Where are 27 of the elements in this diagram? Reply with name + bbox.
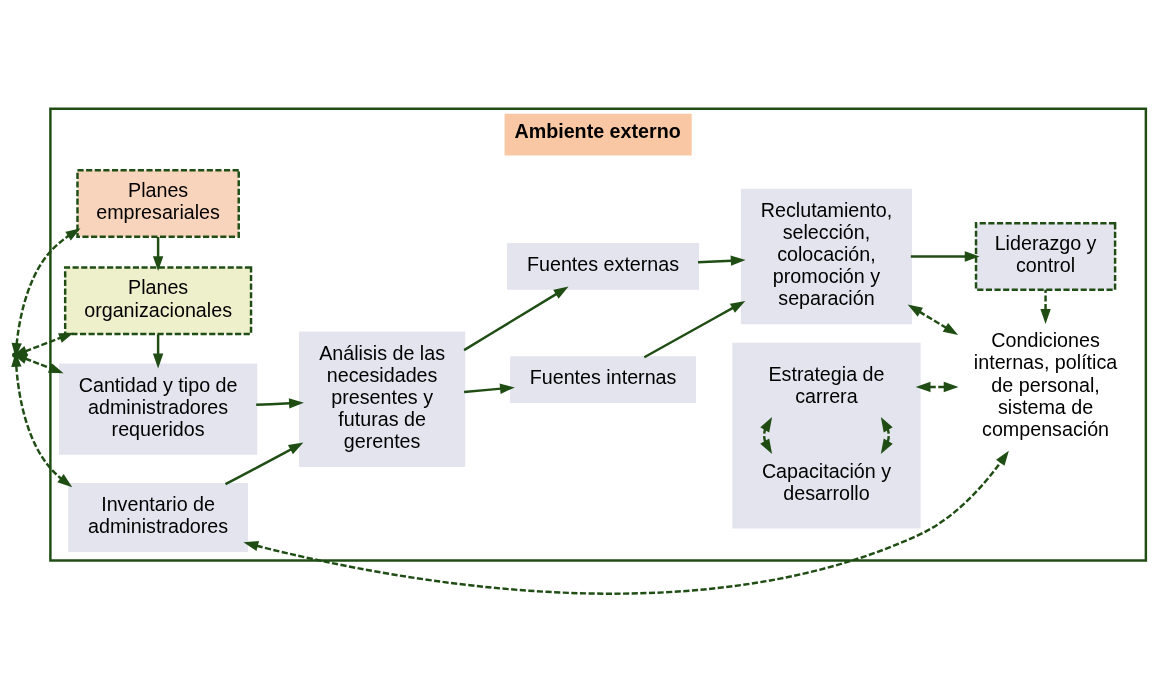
arrow: [152, 236, 164, 272]
cluster: [732, 342, 921, 529]
node-box: Planes organizacionales: [63, 266, 253, 336]
node-box: Fuentes externas: [507, 242, 700, 290]
node-box: Inventario de administradores: [68, 482, 248, 552]
arrow: [907, 304, 959, 336]
node-text: Condiciones internas, política de personal, sistema de compensación: [973, 329, 1118, 440]
arrow: [1040, 289, 1051, 324]
arrow: [152, 334, 164, 369]
node-text: Capacitación y desarrollo: [761, 459, 892, 504]
node-box: Fuentes internas: [510, 356, 696, 403]
node-box: Planes empresariales: [76, 169, 240, 238]
arrow: [910, 251, 980, 262]
arrow: [224, 442, 304, 486]
arrow: [643, 301, 746, 359]
node-text: Estrategia de carrera: [768, 362, 885, 407]
arrow: [915, 381, 959, 393]
arrow: [463, 286, 569, 352]
node-box: Análisis de las necesidades presentes y futuras de gerentes: [299, 331, 466, 467]
arrow: [760, 417, 773, 454]
arrow: [256, 398, 304, 409]
node-box: Reclutamiento, selección, colocación, promoción y separación: [740, 188, 912, 325]
arrow: [880, 417, 893, 454]
arrow: [697, 255, 746, 266]
arrow: [463, 383, 515, 394]
node-box: Liderazgo y control: [974, 222, 1117, 291]
node-box: Cantidad y tipo de administradores requeridos: [59, 363, 258, 455]
